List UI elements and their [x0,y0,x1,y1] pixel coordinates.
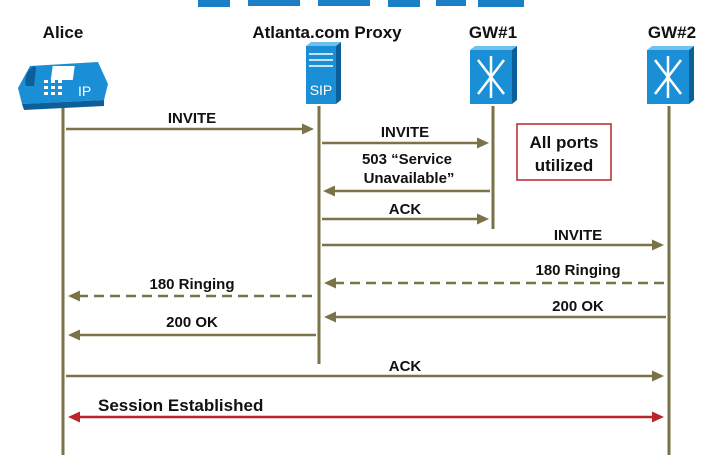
message-invite-proxy-to-gw1: INVITE [322,124,489,149]
message-session-established: Session Established [68,396,664,423]
message-180-ringing-gw2-to-proxy: 180 Ringing [324,262,664,289]
message-label: ACK [389,201,422,218]
gateway-icon-gw1 [470,46,517,104]
participant-name-proxy: Atlanta.com Proxy [252,23,402,42]
message-label: INVITE [168,110,216,127]
message-label: 180 Ringing [535,262,620,279]
title-fragment [198,0,524,7]
phone-icon-text: IP [78,83,91,99]
message-180-ringing-proxy-to-alice: 180 Ringing [68,276,316,302]
message-label: INVITE [554,227,602,244]
message-label: 180 Ringing [149,276,234,293]
message-invite-proxy-to-gw2: INVITE [322,227,664,251]
message-label-line-2: Unavailable” [364,170,455,187]
message-label: 200 OK [552,298,604,315]
note-line-2: utilized [535,156,594,175]
participant-name-gw2: GW#2 [648,23,696,42]
note-line-1: All ports [530,133,599,152]
gateway-icon-gw2 [647,46,694,104]
message-200-ok-proxy-to-alice: 200 OK [68,314,316,341]
message-invite-alice-to-proxy: INVITE [66,110,314,135]
message-label: INVITE [381,124,429,141]
message-label: 200 OK [166,314,218,331]
message-label: ACK [389,358,422,375]
participant-name-alice: Alice [43,23,84,42]
message-503-gw1-to-proxy: 503 “Service Unavailable” [323,151,490,197]
message-label-line-1: 503 “Service [362,151,452,168]
note-all-ports-utilized: All ports utilized [516,123,612,181]
participant-name-gw1: GW#1 [469,23,517,42]
message-200-ok-gw2-to-proxy: 200 OK [324,298,666,323]
message-ack-alice-to-gw2: ACK [66,358,664,382]
sip-server-icon: SIP [306,42,341,104]
ip-phone-icon: IP [18,62,108,110]
message-label: Session Established [98,396,263,415]
message-ack-proxy-to-gw1: ACK [322,201,489,225]
server-icon-text: SIP [310,82,333,98]
